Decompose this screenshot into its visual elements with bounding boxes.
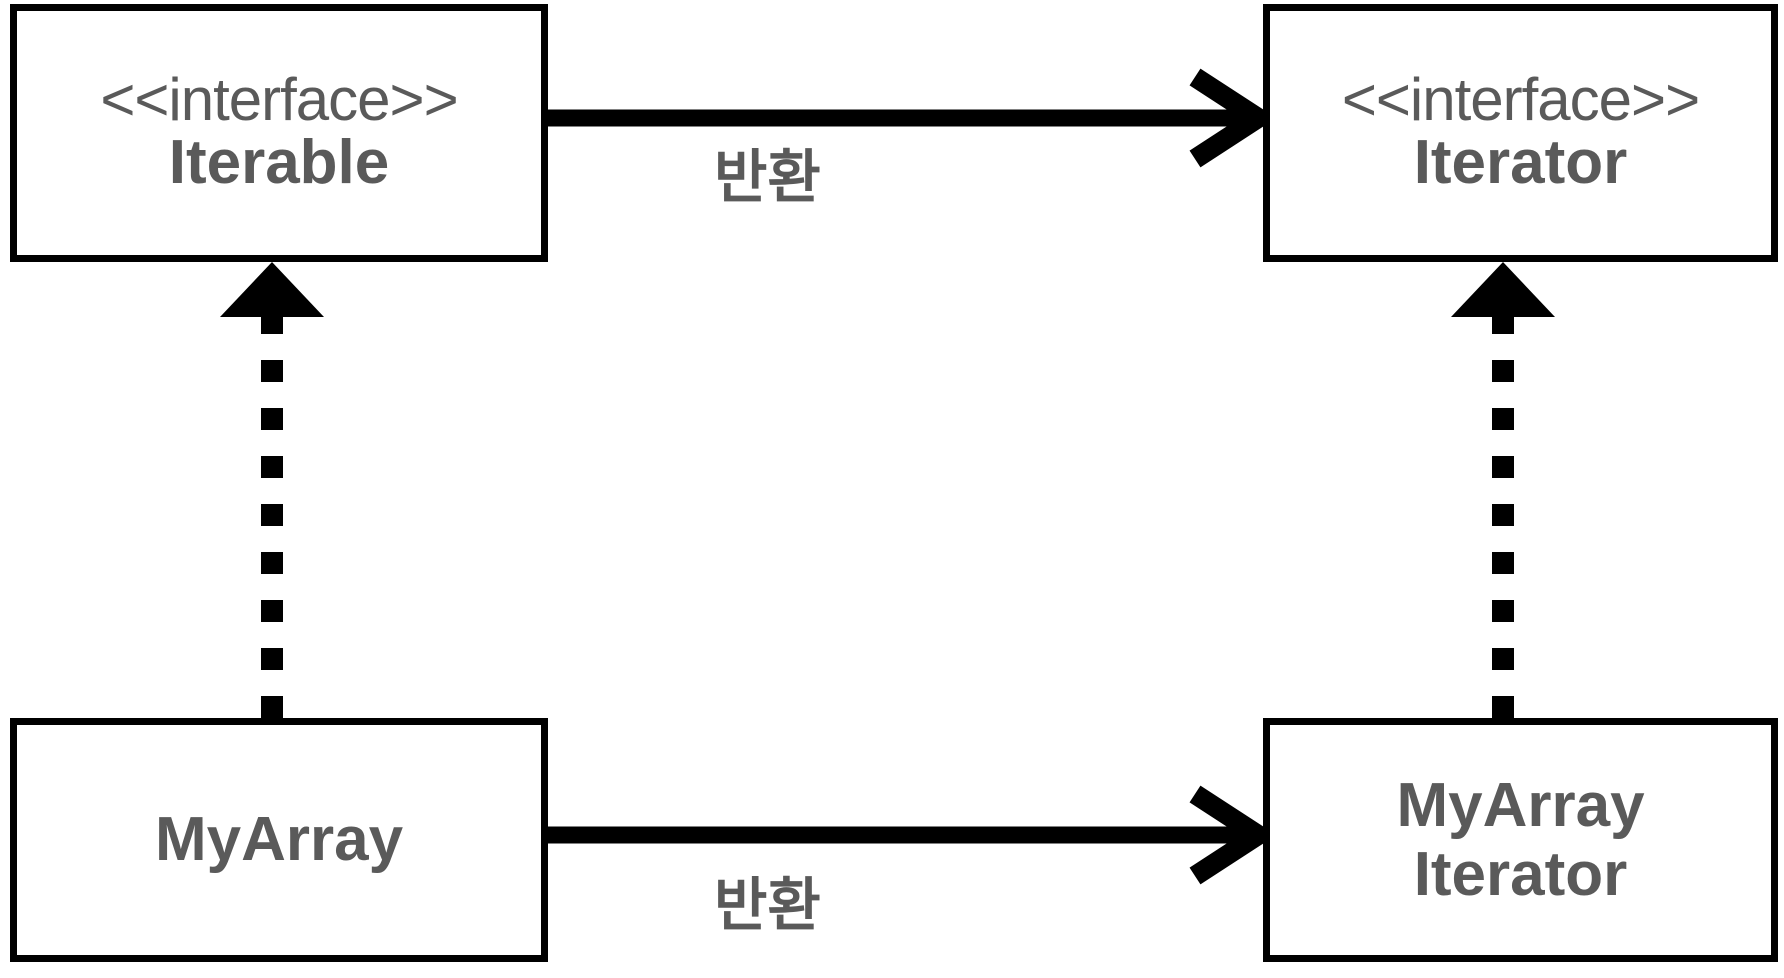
class-name-iterator: Iterator [1413,128,1628,198]
class-name-myarrayiterator-line2: Iterator [1413,840,1628,909]
edge-label-myarray-myarrayiterator: 반환 [714,873,821,938]
arrowhead-closed-triangle-icon [220,262,324,317]
class-name-myarray: MyArray [154,804,404,874]
class-box-iterator[interactable]: <<interface>> Iterator [1263,4,1778,262]
edge-myarray-implements-iterable[interactable] [220,262,324,718]
class-box-myarray[interactable]: MyArray [10,718,548,962]
class-name-iterable: Iterable [168,128,390,198]
arrowhead-open-icon [1189,785,1277,885]
edge-myarray-returns-myarrayiterator[interactable] [548,785,1277,885]
class-stereotype-iterable: <<interface>> [100,65,458,133]
class-box-myarrayiterator[interactable]: MyArray Iterator [1263,718,1778,962]
edge-myarrayiterator-implements-iterator[interactable] [1451,262,1555,718]
arrowhead-open-icon [1189,68,1277,168]
class-stereotype-iterator: <<interface>> [1341,65,1700,133]
class-box-iterable[interactable]: <<interface>> Iterable [10,4,548,262]
edge-iterable-returns-iterator[interactable] [548,68,1277,168]
class-name-myarrayiterator-line1: MyArray [1396,770,1645,840]
edge-label-iterable-iterator: 반환 [714,145,821,210]
arrowhead-closed-triangle-icon [1451,262,1555,317]
